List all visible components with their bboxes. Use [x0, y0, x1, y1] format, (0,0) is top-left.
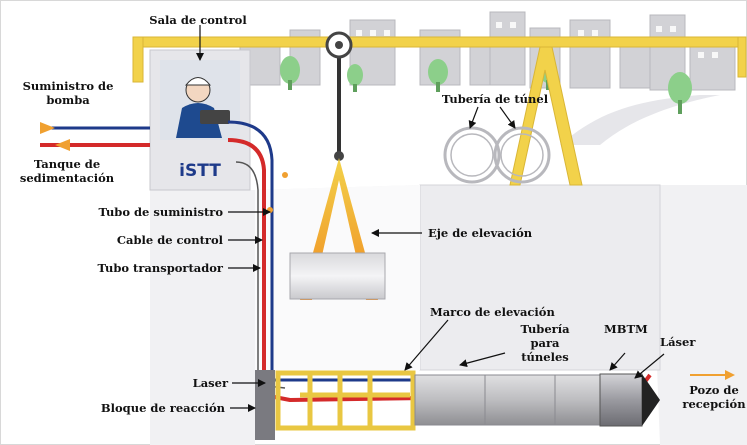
- tunnel-pipe-rings: [443, 126, 551, 184]
- leader-lines: [196, 25, 665, 412]
- label-reaction-block: Bloque de reacción: [100, 401, 225, 415]
- pit-wall: [419, 184, 661, 371]
- label-tunnel-pipe-top: Tubería de túnel: [441, 92, 549, 106]
- gantry-crane: [132, 31, 747, 186]
- istt-logo: iSTT: [179, 161, 221, 181]
- lifting-frame: [275, 370, 416, 431]
- label-laser-left: Laser: [192, 376, 228, 390]
- label-laser-right: Láser: [660, 335, 696, 349]
- label-conveyor-pipe: Tubo transportador: [97, 261, 223, 275]
- suspended-pipe: [289, 252, 386, 300]
- receiving-pit-arrowhead: [725, 370, 735, 380]
- mbtm-machine: [599, 373, 643, 427]
- label-pump-supply: Suministro de bomba: [22, 79, 114, 107]
- label-mbtm: MBTM: [604, 322, 648, 336]
- label-lifting-frame: Marco de elevación: [430, 305, 555, 319]
- label-settling-tank: Tanque de sedimentación: [19, 157, 115, 185]
- reaction-block: [255, 370, 275, 440]
- tunnel-pipes: [414, 374, 631, 426]
- control-room: iSTT: [149, 49, 251, 191]
- road: [560, 95, 720, 145]
- label-supply-pipe: Tubo de suministro: [98, 205, 223, 219]
- city-skyline: [239, 11, 736, 91]
- label-lifting-shaft: Eje de elevación: [428, 226, 533, 240]
- label-control-cable: Cable de control: [116, 233, 223, 247]
- label-tunnel-pipe-mid: Tubería para túneles: [520, 322, 570, 364]
- label-receiving-pit: Pozo de recepción: [682, 383, 746, 411]
- label-control-room: Sala de control: [149, 13, 247, 27]
- mbtm-cutter-head: [642, 374, 660, 426]
